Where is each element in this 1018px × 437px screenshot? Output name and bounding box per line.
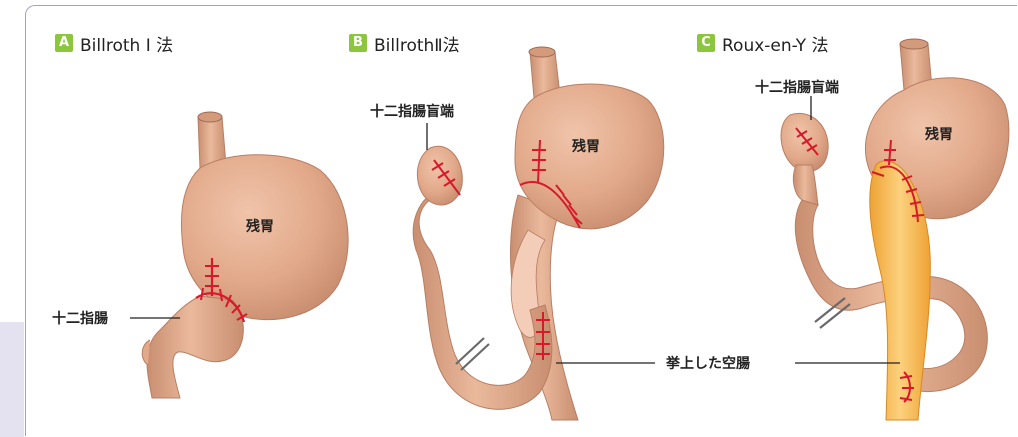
panel-a-badge: A	[55, 34, 73, 52]
a-duodenum	[147, 296, 243, 398]
a-duodenum-label: 十二指腸	[52, 308, 108, 328]
b-duodenal-stump-label: 十二指腸盲端	[370, 101, 454, 121]
panel-b-badge: B	[349, 34, 367, 52]
b-duodenal-stump	[417, 146, 462, 205]
panel-c-badge: C	[697, 34, 715, 52]
c-esophagus-opening	[900, 39, 928, 49]
b-stomach-label: 残胃	[572, 136, 600, 156]
panel-c-title-text: Roux-en-Y 法	[722, 31, 829, 56]
panel-a-title-text: Billroth Ⅰ 法	[80, 31, 173, 56]
b-remnant-stomach	[515, 84, 664, 229]
panel-a-illustration	[142, 112, 348, 398]
panel-b-title: B BillrothⅡ法	[349, 32, 460, 54]
panel-a-title: A Billroth Ⅰ 法	[55, 32, 173, 54]
a-esophagus-opening	[198, 112, 222, 122]
a-stomach-label: 残胃	[246, 216, 274, 236]
panel-b-title-text: BillrothⅡ法	[374, 31, 460, 56]
a-remnant-stomach	[181, 155, 348, 320]
panel-c-title: C Roux-en-Y 法	[697, 32, 829, 54]
c-stomach-label: 残胃	[925, 124, 953, 144]
b-esophagus-opening	[529, 47, 555, 57]
jejunum-label: 挙上した空腸	[666, 353, 750, 373]
c-duodenal-stump-label: 十二指腸盲端	[755, 77, 839, 97]
